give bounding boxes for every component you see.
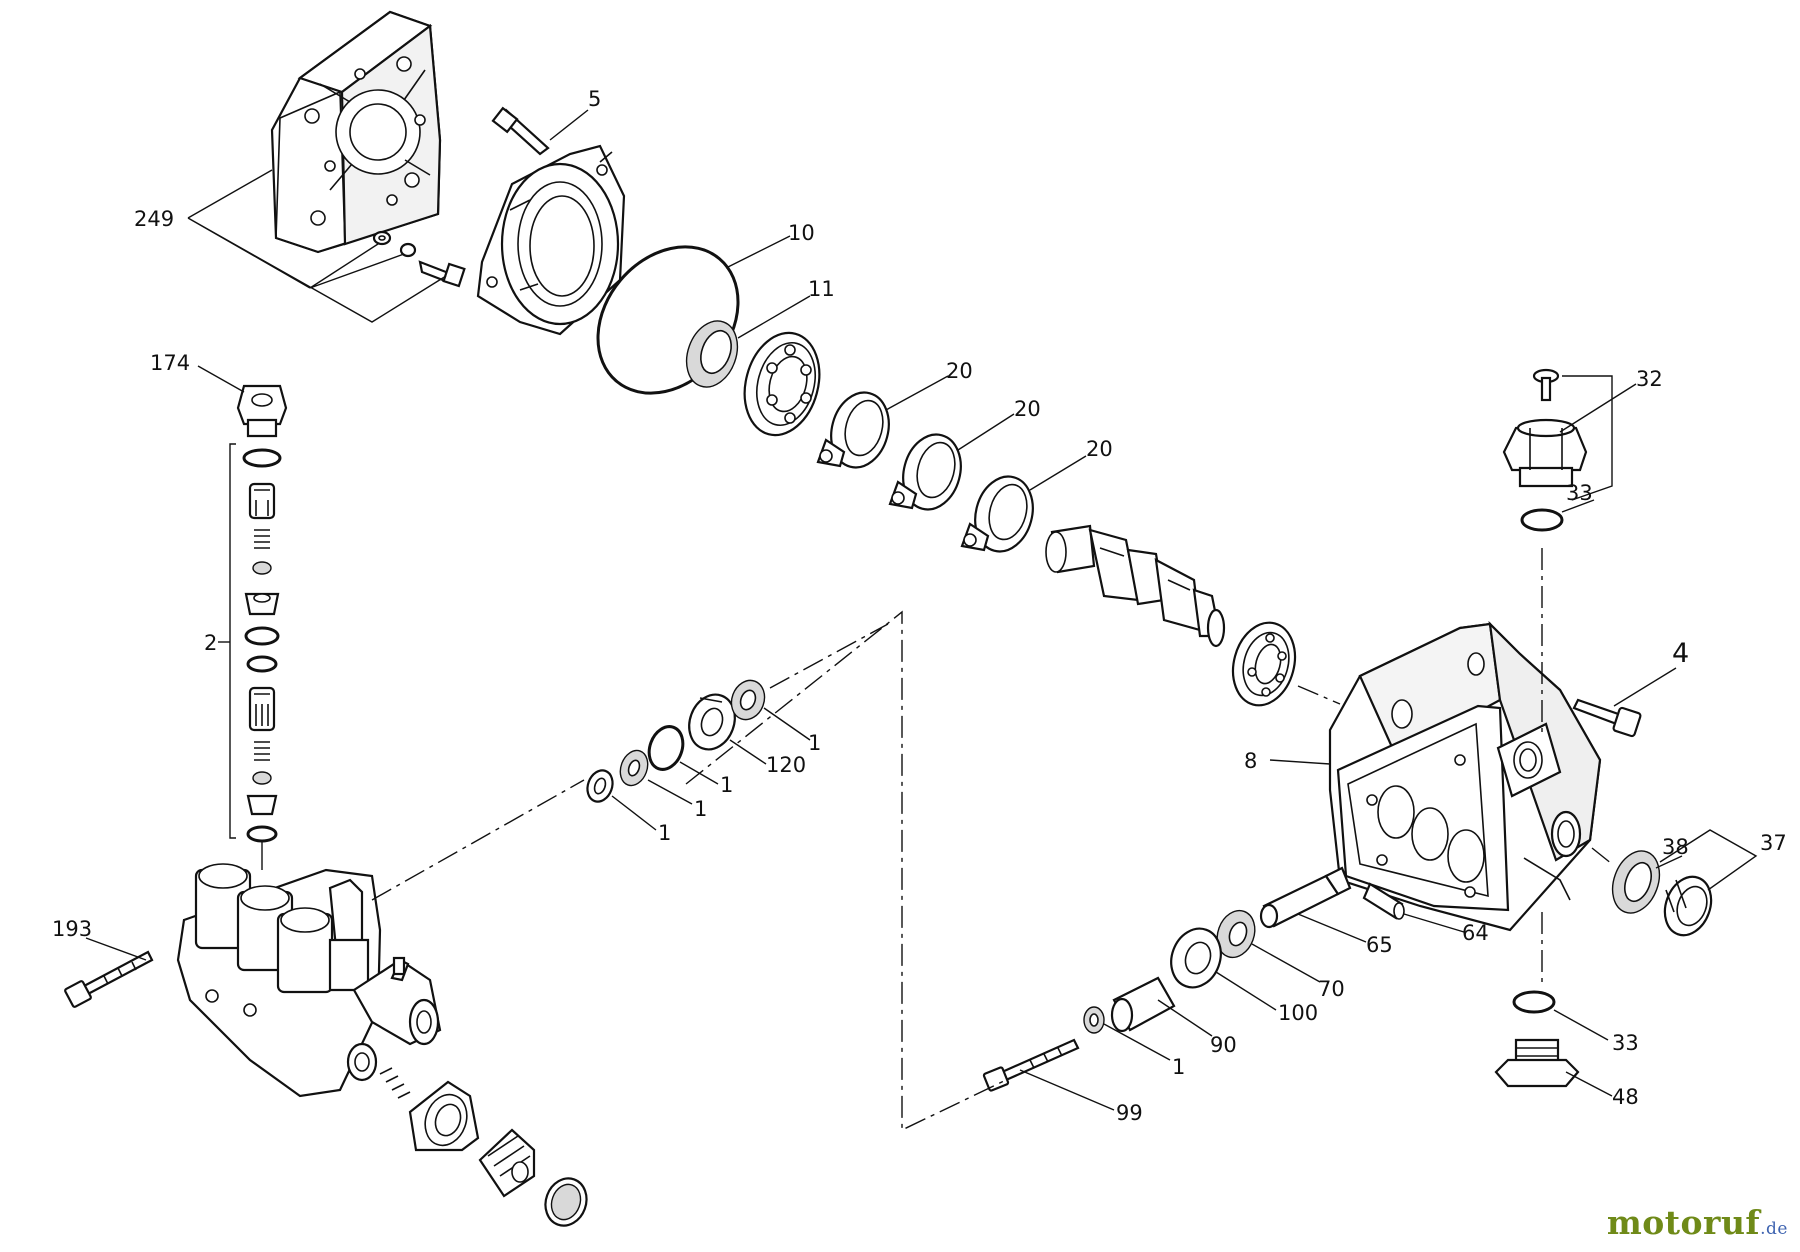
callout-65: 65 — [1366, 933, 1393, 957]
valve-o-ring-2[interactable] — [244, 626, 280, 646]
lock-washer-249[interactable] — [399, 242, 417, 258]
connecting-rod-20-a[interactable] — [816, 386, 897, 474]
seal-1-a[interactable] — [726, 676, 770, 725]
ball-bearing-front[interactable] — [734, 324, 830, 443]
connecting-rod-20-c[interactable] — [960, 470, 1041, 558]
callout-70: 70 — [1318, 977, 1345, 1001]
callout-4: 4 — [1672, 638, 1689, 669]
valve-o-ring-1[interactable] — [242, 448, 282, 468]
sight-glass-37[interactable] — [1657, 870, 1719, 941]
callout-8: 8 — [1244, 749, 1257, 773]
callout-20-c: 20 — [1086, 437, 1113, 461]
plunger-bolt-99[interactable] — [982, 1038, 1080, 1092]
valve-o-ring-3[interactable] — [246, 655, 278, 673]
inlet-adapter[interactable] — [478, 1128, 536, 1198]
valve-disc-upper[interactable] — [252, 561, 272, 575]
valve-seat-lower[interactable] — [246, 794, 278, 816]
callout-174: 174 — [150, 351, 190, 375]
callout-1-a: 1 — [808, 731, 821, 755]
plunger-90[interactable] — [1110, 976, 1176, 1033]
oil-vent-screw-32[interactable] — [1532, 368, 1560, 402]
valve-cage-upper[interactable] — [248, 482, 276, 520]
o-ring-1-b[interactable] — [643, 722, 688, 774]
callout-1-d: 1 — [658, 821, 671, 845]
o-ring-33-bottom[interactable] — [1512, 990, 1556, 1014]
callout-90: 90 — [1210, 1033, 1237, 1057]
callout-99: 99 — [1116, 1101, 1143, 1125]
seal-11[interactable] — [678, 314, 746, 394]
callout-11: 11 — [808, 277, 835, 301]
callout-100: 100 — [1278, 1001, 1318, 1025]
callout-5: 5 — [588, 87, 601, 111]
valve-disc-lower[interactable] — [252, 771, 272, 785]
plunger-pin-64[interactable] — [1362, 882, 1405, 920]
seal-70[interactable] — [1211, 905, 1261, 962]
pump-manifold[interactable] — [176, 863, 442, 1098]
valve-seat-upper[interactable] — [244, 592, 280, 616]
callout-249: 249 — [134, 207, 174, 231]
gasket-38[interactable] — [1604, 844, 1667, 919]
crankshaft[interactable] — [1045, 524, 1226, 648]
callout-37: 37 — [1760, 831, 1787, 855]
bearing-cover[interactable] — [476, 144, 626, 336]
retainer-100[interactable] — [1163, 922, 1229, 995]
crankcase-housing[interactable] — [1328, 620, 1602, 932]
callout-33-a: 33 — [1566, 481, 1593, 505]
manifold-bolt-193[interactable] — [64, 950, 154, 1008]
plunger-guide-65[interactable] — [1259, 866, 1352, 929]
callout-20-b: 20 — [1014, 397, 1041, 421]
valve-spring-lower[interactable] — [254, 741, 270, 761]
seal-1-c[interactable] — [616, 747, 653, 790]
valve-spring-upper[interactable] — [254, 529, 270, 549]
callout-38: 38 — [1662, 835, 1689, 859]
oil-cap-32[interactable] — [1502, 418, 1588, 488]
valve-plug-174[interactable] — [236, 384, 288, 438]
inlet-spring[interactable] — [379, 1067, 411, 1099]
washer-249[interactable] — [372, 230, 392, 246]
callout-10: 10 — [788, 221, 815, 245]
connecting-rod-20-b[interactable] — [888, 428, 969, 516]
callout-1-e: 1 — [1172, 1055, 1185, 1079]
seal-retainer-120[interactable] — [682, 688, 742, 756]
valve-cage-lower[interactable] — [248, 686, 276, 732]
inlet-filter-screen[interactable] — [539, 1173, 593, 1232]
callout-1-c: 1 — [694, 797, 707, 821]
garden-hose-nut[interactable] — [408, 1080, 480, 1152]
bolt-249[interactable] — [418, 260, 466, 288]
watermark-logo: motoruf.de — [1606, 1203, 1788, 1242]
o-ring-33-top[interactable] — [1520, 508, 1564, 532]
callout-193: 193 — [52, 917, 92, 941]
callout-48: 48 — [1612, 1085, 1639, 1109]
bolt-4[interactable] — [1572, 698, 1642, 738]
callout-2: 2 — [204, 631, 217, 655]
ball-bearing-rear[interactable] — [1224, 616, 1304, 713]
callout-120: 120 — [766, 753, 806, 777]
drain-plug-48[interactable] — [1494, 1038, 1580, 1088]
callout-1-b: 1 — [720, 773, 733, 797]
mounting-flange-plate[interactable] — [270, 10, 442, 254]
callout-32: 32 — [1636, 367, 1663, 391]
washer-1-plunger[interactable] — [1083, 1006, 1105, 1034]
bolt-5[interactable] — [491, 106, 550, 156]
valve-o-ring-4[interactable] — [246, 825, 278, 843]
callout-20-a: 20 — [946, 359, 973, 383]
seal-1-d[interactable] — [583, 767, 616, 805]
callout-33-b: 33 — [1612, 1031, 1639, 1055]
callout-64: 64 — [1462, 921, 1489, 945]
